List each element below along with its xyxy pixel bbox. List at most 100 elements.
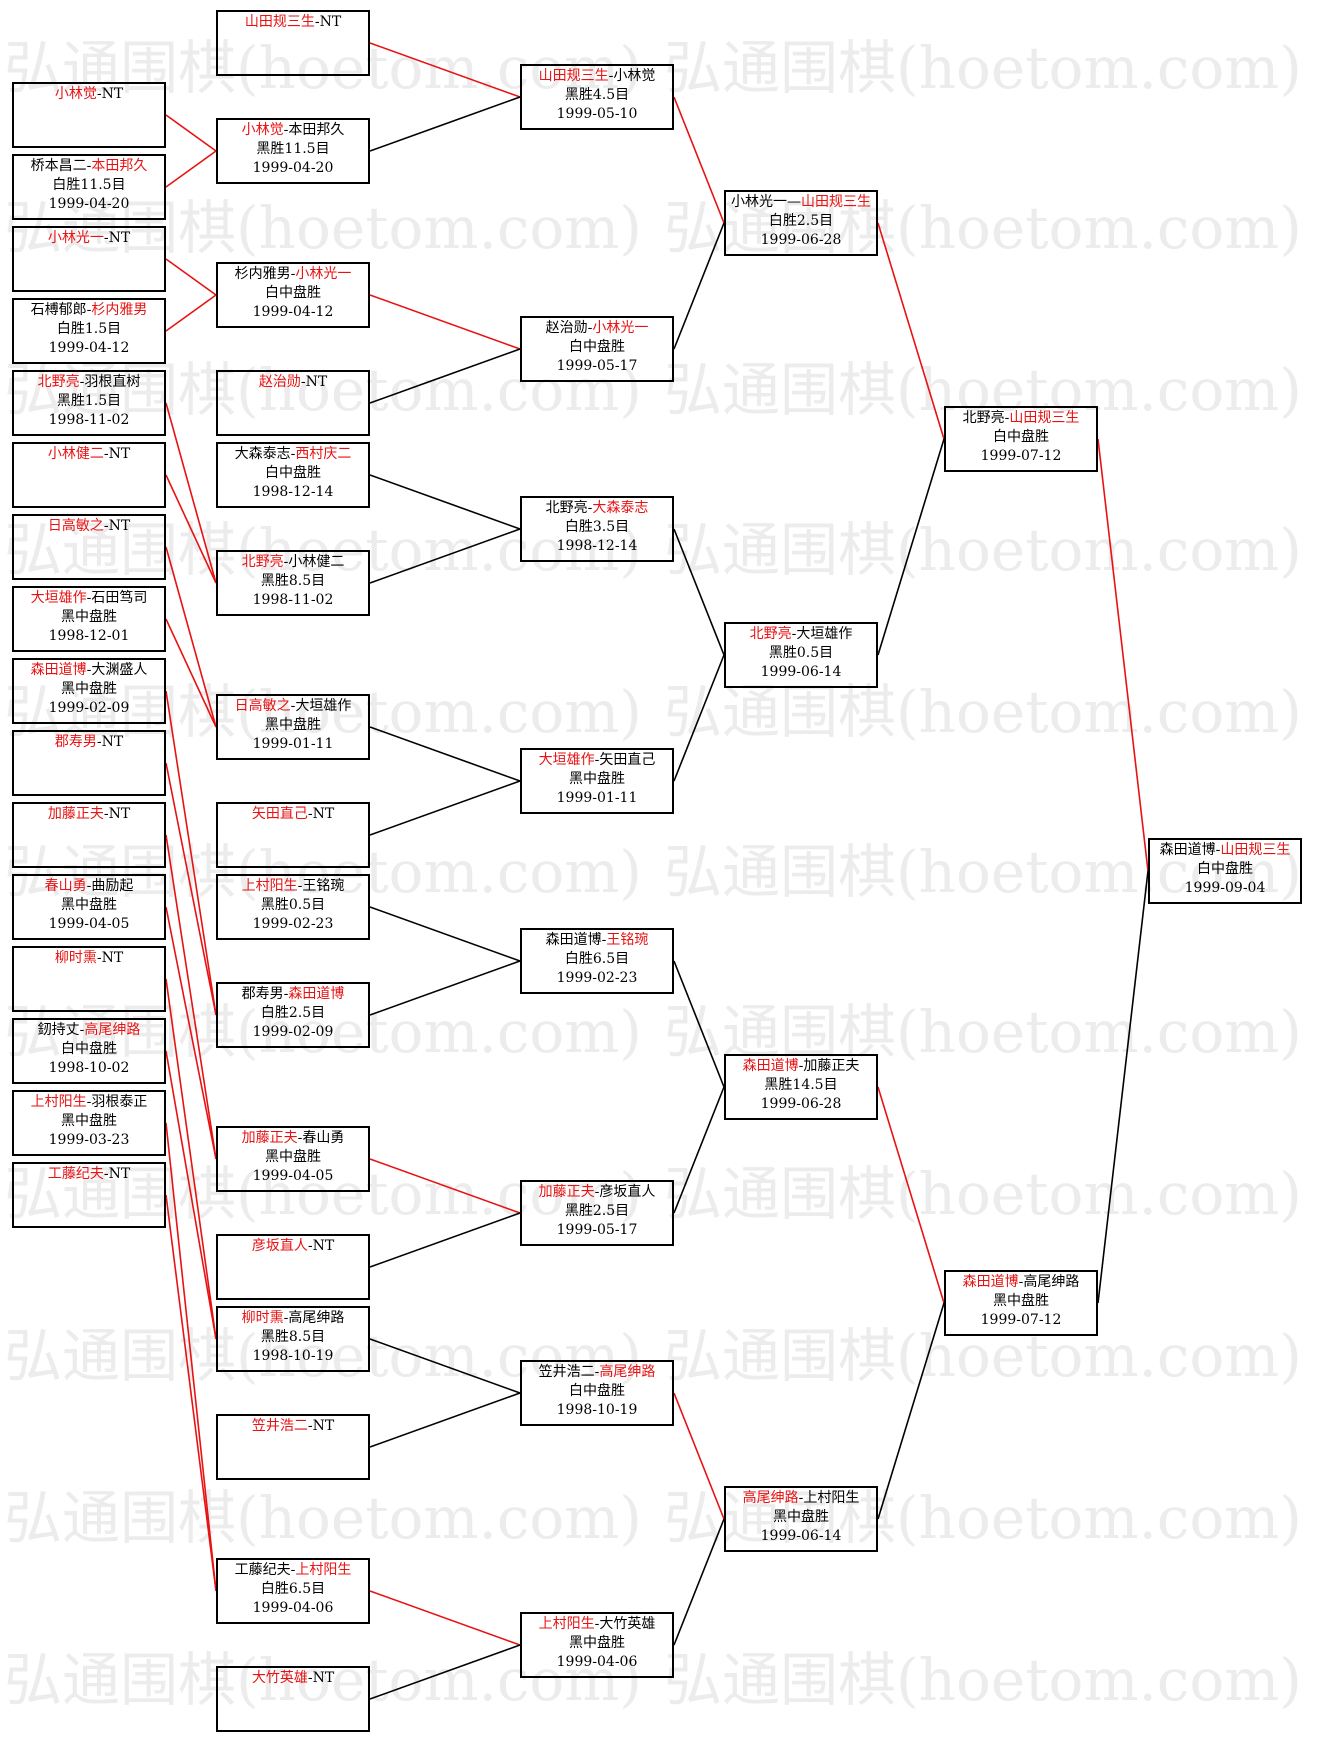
player-1: 大垣雄作 bbox=[538, 752, 595, 768]
player-separator: - bbox=[86, 590, 92, 606]
connector-line bbox=[877, 1086, 945, 1304]
player-2: 大垣雄作 bbox=[295, 698, 352, 714]
match-players: 柳时熏-高尾绅路 bbox=[218, 1309, 368, 1328]
connector-line bbox=[369, 348, 521, 404]
match-players: 工藤纪夫-上村阳生 bbox=[218, 1561, 368, 1580]
match-players: 大垣雄作-石田笃司 bbox=[14, 589, 164, 608]
player-separator: - bbox=[587, 320, 593, 336]
player-1: 森田道博 bbox=[545, 932, 602, 948]
match-result: 白胜6.5目 bbox=[564, 951, 630, 967]
player-separator: - bbox=[601, 932, 607, 948]
connector-line bbox=[369, 1212, 521, 1268]
player-2: NT bbox=[101, 86, 124, 102]
match-date: 1998-12-01 bbox=[48, 628, 130, 644]
match-players: 小林光一—山田规三生 bbox=[726, 193, 876, 212]
player-separator: - bbox=[103, 1166, 109, 1182]
match-players: 春山勇-曲励起 bbox=[14, 877, 164, 896]
player-1: 森田道博 bbox=[742, 1058, 799, 1074]
match-date: 1998-11-02 bbox=[48, 412, 130, 428]
match-date: 1998-11-02 bbox=[252, 592, 334, 608]
match-players: 郡寿男-NT bbox=[14, 733, 164, 752]
match-players: 工藤纪夫-NT bbox=[14, 1165, 164, 1184]
match-box: 彦坂直人-NT bbox=[216, 1234, 370, 1300]
player-1: 日高敏之 bbox=[47, 518, 104, 534]
connector-line bbox=[165, 402, 217, 584]
player-separator: - bbox=[283, 554, 289, 570]
player-2: 小林觉 bbox=[613, 68, 656, 84]
match-result: 白中盘胜 bbox=[61, 1041, 117, 1057]
match-box: 山田规三生-NT bbox=[216, 10, 370, 76]
connector-line bbox=[673, 222, 725, 350]
match-result: 黑中盘胜 bbox=[61, 609, 117, 625]
player-1: 高尾绅路 bbox=[742, 1490, 799, 1506]
player-separator: - bbox=[290, 266, 296, 282]
player-separator: — bbox=[787, 194, 801, 210]
connector-line bbox=[877, 1302, 945, 1520]
player-2: 小林健二 bbox=[288, 554, 345, 570]
player-2: NT bbox=[312, 1670, 335, 1686]
match-box: 矢田直己-NT bbox=[216, 802, 370, 868]
match-date: 1999-04-20 bbox=[252, 160, 334, 176]
match-result: 黑中盘胜 bbox=[773, 1509, 829, 1525]
match-date: 1999-04-06 bbox=[556, 1654, 638, 1670]
connector-line bbox=[369, 1158, 521, 1214]
player-separator: - bbox=[96, 734, 102, 750]
player-1: 小林觉 bbox=[54, 86, 97, 102]
player-separator: - bbox=[798, 1490, 804, 1506]
connector-line bbox=[165, 834, 217, 1160]
match-players: 森田道博-王铭琬 bbox=[522, 931, 672, 950]
match-box: 赵治勋-NT bbox=[216, 370, 370, 436]
player-1: 森田道博 bbox=[962, 1274, 1019, 1290]
match-date: 1999-01-11 bbox=[252, 736, 334, 752]
match-players: 日高敏之-大垣雄作 bbox=[218, 697, 368, 716]
match-box: 小林觉-本田邦久黑胜11.5目 1999-04-20 bbox=[216, 118, 370, 184]
match-players: 小林觉-NT bbox=[14, 85, 164, 104]
player-1: 日高敏之 bbox=[234, 698, 291, 714]
match-result: 黑中盘胜 bbox=[61, 897, 117, 913]
match-players: 柳时熏-NT bbox=[14, 949, 164, 968]
player-separator: - bbox=[103, 446, 109, 462]
player-separator: - bbox=[86, 302, 92, 318]
match-players: 加藤正夫-春山勇 bbox=[218, 1129, 368, 1148]
player-1: 小林觉 bbox=[241, 122, 284, 138]
connector-line bbox=[369, 42, 521, 98]
connector-line bbox=[165, 906, 217, 1160]
match-result: 黑中盘胜 bbox=[993, 1293, 1049, 1309]
match-result: 白胜3.5目 bbox=[564, 519, 630, 535]
player-1: 北野亮 bbox=[37, 374, 80, 390]
connector-line bbox=[165, 1050, 217, 1340]
match-result: 黑胜11.5目 bbox=[256, 141, 330, 157]
match-date: 1999-02-23 bbox=[556, 970, 638, 986]
player-1: 加藤正夫 bbox=[47, 806, 104, 822]
player-separator: - bbox=[798, 1058, 804, 1074]
player-2: 山田规三生 bbox=[801, 194, 871, 210]
player-separator: - bbox=[314, 14, 320, 30]
connector-line bbox=[369, 780, 521, 836]
player-2: 羽根直树 bbox=[84, 374, 141, 390]
player-1: 上村阳生 bbox=[30, 1094, 87, 1110]
connector-line bbox=[369, 528, 521, 584]
match-players: 日高敏之-NT bbox=[14, 517, 164, 536]
match-date: 1998-10-19 bbox=[556, 1402, 638, 1418]
match-players: 小林觉-本田邦久 bbox=[218, 121, 368, 140]
match-box: 工藤纪夫-NT bbox=[12, 1162, 166, 1228]
player-separator: - bbox=[86, 878, 92, 894]
player-1: 大森泰志 bbox=[234, 446, 291, 462]
player-1: 杉内雅男 bbox=[234, 266, 291, 282]
connector-line bbox=[369, 960, 521, 1016]
player-separator: - bbox=[307, 806, 313, 822]
match-players: 赵治勋-小林光一 bbox=[522, 319, 672, 338]
connector-line bbox=[369, 294, 521, 350]
connector-line bbox=[673, 528, 725, 656]
player-separator: - bbox=[283, 986, 289, 1002]
match-result: 黑中盘胜 bbox=[61, 681, 117, 697]
connector-line bbox=[877, 222, 945, 440]
player-2: 上村阳生 bbox=[295, 1562, 352, 1578]
